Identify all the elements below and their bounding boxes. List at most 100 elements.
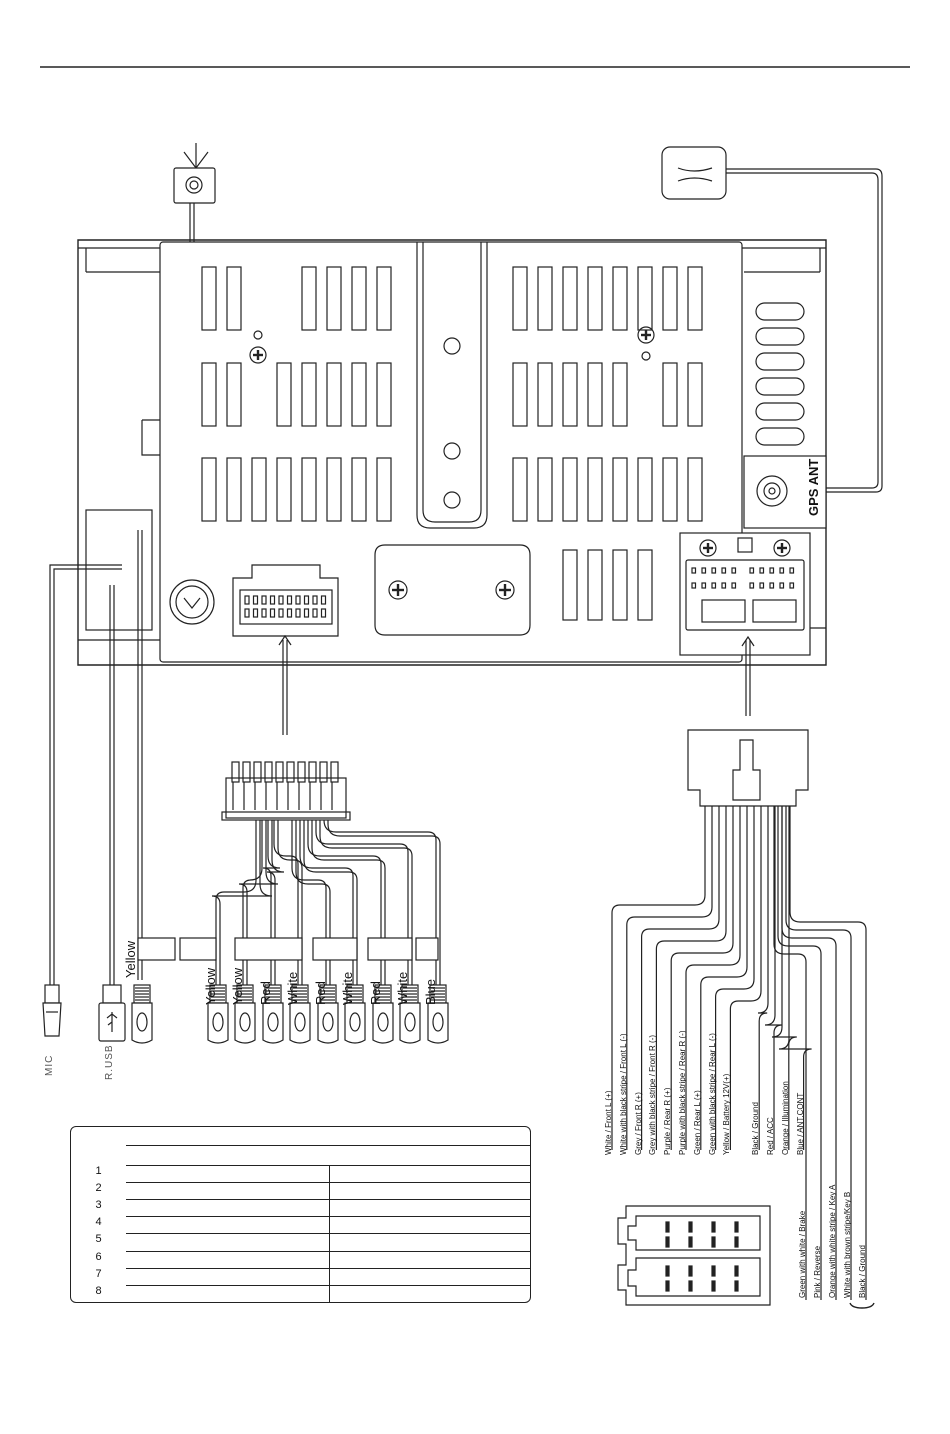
wire-function-label: Grey / Front R (+) <box>633 1092 643 1155</box>
wire-function-label: Grey with black stripe / Front R (-) <box>648 1034 658 1155</box>
wire-function-label: Blue / ANT.CONT <box>795 1092 805 1155</box>
iso-wire <box>764 806 783 1150</box>
socket-pin <box>731 567 737 574</box>
wire-function-label: White with brown stripe/Key B <box>843 1191 852 1298</box>
vent-slot <box>301 362 317 427</box>
iso-pin <box>665 1221 670 1233</box>
wire-function-label: Yellow / Battery 12V(+) <box>722 1073 732 1155</box>
plug-pin <box>330 761 339 783</box>
iso-pin <box>711 1221 716 1233</box>
av-wire <box>238 820 279 985</box>
ground-bracket <box>849 1302 875 1309</box>
video-out-label: Yellow <box>123 940 138 978</box>
socket-pin <box>286 608 293 618</box>
wire-function-label: Green with white / Brake <box>798 1210 807 1298</box>
socket-pin <box>759 567 765 574</box>
iso-wire <box>641 806 720 1150</box>
socket-pin <box>789 567 795 574</box>
socket-pin <box>295 608 301 618</box>
table-row-number: 2 <box>95 1182 102 1195</box>
vent-slot <box>512 457 528 522</box>
cable-sleeves <box>137 937 439 961</box>
vent-slot <box>301 457 317 522</box>
vent-slot <box>201 362 217 427</box>
iso-wire <box>670 806 734 1150</box>
rca-plug <box>399 984 421 1044</box>
table-row-number: 3 <box>95 1199 102 1212</box>
rca-color-label: Red <box>258 981 273 1005</box>
vent-slot <box>276 457 292 522</box>
rca-plug <box>131 984 153 1044</box>
socket-pin <box>252 595 259 605</box>
wire-function-label: White / Front L (+) <box>604 1090 613 1155</box>
iso-wire <box>685 806 741 1150</box>
iso-wire <box>781 806 837 1300</box>
av-wire <box>266 820 285 985</box>
socket-pin <box>759 582 765 589</box>
socket-pin <box>749 582 755 589</box>
socket-pin <box>701 582 707 589</box>
vent-slot <box>201 266 217 331</box>
table-row-line <box>126 1250 530 1252</box>
wire-function-label: Pink / Reverse <box>813 1245 822 1298</box>
table-subheader <box>126 1145 530 1166</box>
vent-slot <box>301 266 317 331</box>
iso-wire <box>777 806 822 1300</box>
rca-plug <box>207 984 229 1044</box>
socket-pin <box>769 582 775 589</box>
vent-slot <box>376 266 392 331</box>
iso-connector-drawing <box>617 1205 771 1306</box>
plug-pin <box>231 761 240 783</box>
table-row-line <box>126 1284 530 1286</box>
wire-function-label: Purple / Rear R (+) <box>663 1087 673 1155</box>
av-wire <box>303 820 358 985</box>
socket-pin <box>286 595 293 605</box>
vent-slot <box>512 362 528 427</box>
iso-wire <box>757 806 769 1150</box>
socket-pin <box>244 595 250 605</box>
cover-plate <box>374 544 531 636</box>
iso-wire <box>626 806 713 1150</box>
vent-slot <box>562 362 578 427</box>
av-connector-socket <box>232 564 339 735</box>
socket-pin <box>252 608 259 618</box>
socket-pin <box>789 582 795 589</box>
vent-slot <box>637 549 653 621</box>
table-row-line <box>126 1216 530 1218</box>
iso-pin <box>688 1265 693 1277</box>
socket-pin <box>701 567 707 574</box>
socket-pin <box>295 595 301 605</box>
socket-pin <box>278 595 284 605</box>
iso-pin <box>734 1280 739 1292</box>
vent-slot <box>587 457 603 522</box>
vent-slot <box>587 266 603 331</box>
socket-pin <box>769 567 775 574</box>
vent-slots <box>201 266 703 621</box>
socket-pin <box>721 582 727 589</box>
table-row-line <box>126 1233 530 1235</box>
vent-slot <box>376 457 392 522</box>
wire-function-label: Orange / Illumination <box>780 1081 790 1155</box>
antenna-socket <box>169 579 215 625</box>
vent-slot <box>612 457 628 522</box>
gps-antenna-icon <box>661 146 883 493</box>
rca-color-label: Yellow <box>230 967 245 1005</box>
screw-icons <box>249 326 655 364</box>
table-row-line <box>126 1267 530 1269</box>
vent-slot <box>662 362 678 427</box>
vent-slot <box>687 266 703 331</box>
plug-pin <box>253 761 262 783</box>
socket-pin <box>303 608 310 618</box>
iso-pin <box>711 1236 716 1248</box>
table-row-line <box>126 1182 530 1184</box>
iso-wire <box>700 806 748 1150</box>
table-row-line <box>126 1165 530 1166</box>
mic-label: MIC <box>44 1054 55 1076</box>
vent-slot <box>687 362 703 427</box>
socket-pin <box>244 608 250 618</box>
plug-pin <box>242 761 251 783</box>
iso-wire <box>655 806 727 1150</box>
rca-plug <box>427 984 449 1044</box>
iso-wire <box>789 806 867 1300</box>
